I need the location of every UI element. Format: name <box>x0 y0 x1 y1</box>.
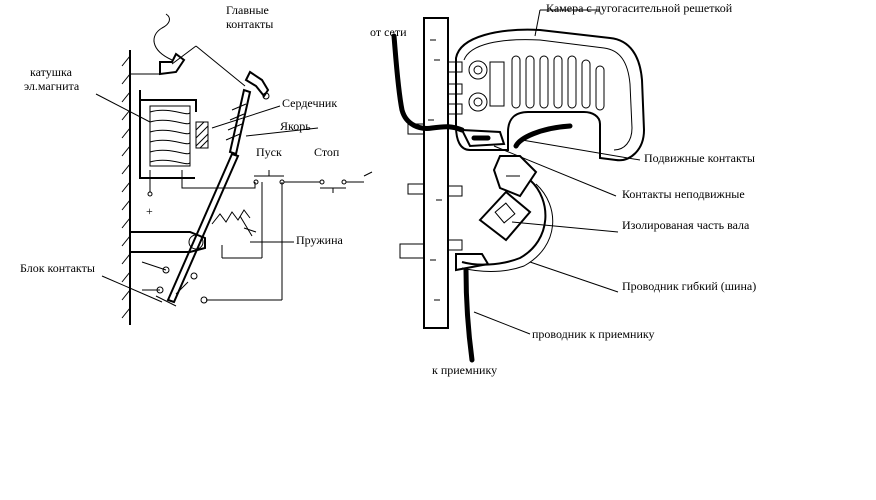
label-from-grid: от сети <box>370 25 407 39</box>
auxiliary-contact-block <box>141 261 208 307</box>
mounting-plate <box>423 17 449 329</box>
label-core: Сердечник <box>282 96 337 110</box>
label-armature: Якорь <box>280 119 311 133</box>
label-coil-2: эл.магнита <box>24 79 80 93</box>
leader-conductor-receiver <box>473 311 531 335</box>
return-spring <box>211 209 251 225</box>
label-start: Пуск <box>256 145 282 159</box>
leader-moving-contacts <box>521 139 641 161</box>
fixed-contacts <box>460 128 506 148</box>
lever-pivot <box>188 234 204 250</box>
electromagnet-coil <box>149 105 191 167</box>
left-contactor-schematic: Главные контакты катушка эл.магнита Серд… <box>20 3 373 325</box>
insulated-shaft <box>478 190 532 242</box>
label-flexible-conductor: Проводник гибкий (шина) <box>622 279 756 293</box>
leader-shaft <box>511 221 619 233</box>
contact-pivot <box>262 92 270 100</box>
label-main-contacts-2: контакты <box>226 17 273 31</box>
spring-anchor <box>239 215 253 237</box>
leader-armature <box>245 127 319 137</box>
chamber-terminals <box>468 60 505 112</box>
outgoing-cable <box>463 267 475 363</box>
label-plus: + <box>146 204 153 218</box>
label-coil-1: катушка <box>30 65 73 79</box>
magnet-yoke <box>139 90 195 179</box>
label-aux-block: Блок контакты <box>20 261 95 275</box>
wall-hatching <box>121 55 131 319</box>
leader-core <box>211 105 281 129</box>
fixed-main-contact <box>159 52 186 76</box>
moving-main-contact <box>244 70 270 98</box>
leader-flex-conductor <box>529 261 619 293</box>
armature-lever <box>166 88 252 304</box>
arc-chamber-housing <box>455 28 646 162</box>
leader-aux-block <box>101 275 163 303</box>
leader-chamber <box>534 9 541 37</box>
stop-button[interactable] <box>319 179 347 193</box>
moving-contact-busbar <box>513 123 573 149</box>
output-terminal <box>455 253 490 272</box>
housing-inner-edge <box>463 39 633 151</box>
leader-main-contacts <box>195 45 246 87</box>
incoming-cable <box>391 33 465 133</box>
label-chamber: Камера с дугогасительной решеткой <box>546 1 733 15</box>
coil-lead <box>181 170 256 189</box>
pivot-bracket <box>130 231 206 253</box>
plate-texture <box>428 39 442 301</box>
supply-wire <box>153 13 173 61</box>
label-insulated-shaft: Изолированая часть вала <box>622 218 750 232</box>
label-to-receiver: к приемнику <box>432 363 497 377</box>
label-moving-contacts: Подвижные контакты <box>644 151 755 165</box>
moving-contacts <box>492 155 538 198</box>
leader-coil <box>95 93 151 123</box>
mounting-bolts <box>399 61 463 259</box>
label-fixed-contacts: Контакты неподвижные <box>622 187 745 201</box>
label-main-contacts-1: Главные <box>226 3 269 17</box>
yoke-top <box>140 99 197 112</box>
leader-fixed-contacts <box>493 145 617 197</box>
arc-grid-fins <box>511 55 605 111</box>
right-contactor-view: от сети Камера с дугогасительной решетко… <box>370 1 756 377</box>
label-conductor-receiver: проводник к приемнику <box>532 327 655 341</box>
label-spring: Пружина <box>296 233 343 247</box>
iron-core <box>195 121 209 149</box>
start-button[interactable] <box>253 170 285 185</box>
label-stop: Стоп <box>314 145 340 159</box>
